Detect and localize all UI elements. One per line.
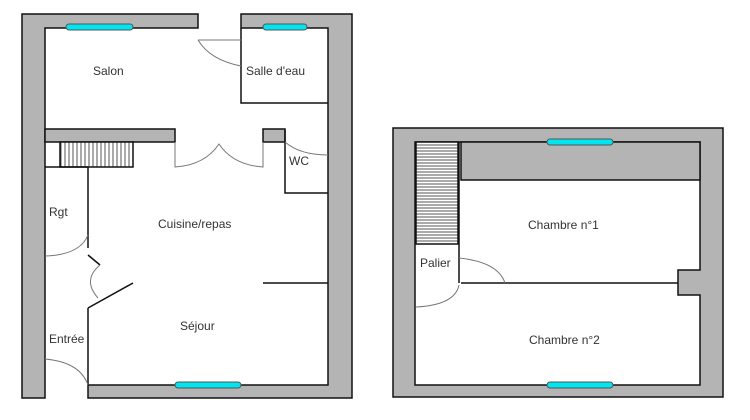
room-label: Palier — [420, 256, 451, 270]
double-door-arcs — [174, 142, 264, 168]
room-label: Salle d'eau — [246, 64, 305, 78]
wc-door-arc — [284, 141, 329, 156]
salle-deau-door-arc — [197, 39, 242, 67]
window-icon — [546, 138, 614, 146]
window-icon — [546, 381, 614, 389]
wc-wall — [284, 130, 328, 194]
room-label: WC — [289, 154, 309, 168]
room-label: Chambre n°2 — [529, 333, 600, 347]
room-label: Entrée — [49, 332, 85, 346]
chambre2-door-arc — [415, 284, 460, 308]
room-label: Cuisine/repas — [158, 217, 231, 231]
room-label: Salon — [93, 64, 124, 78]
outer-walls — [392, 127, 724, 398]
upper-floor-plan — [392, 127, 724, 398]
window-icon — [174, 381, 242, 389]
attic-band — [460, 141, 701, 181]
entree-door-leaf — [87, 282, 134, 309]
window-icon — [65, 23, 134, 31]
cuisine-door-arc — [90, 264, 101, 299]
upper-floor-labels: Chambre n°1 Palier Chambre n°2 — [420, 218, 600, 347]
entrance-door-arc — [44, 358, 89, 386]
wall-pillar — [262, 128, 286, 143]
ground-floor-plan — [21, 13, 353, 399]
rgt-door-arc — [44, 234, 89, 257]
ground-floor-labels: Salon Salle d'eau WC Rgt Cuisine/repas S… — [49, 64, 309, 346]
room-label: Séjour — [180, 319, 215, 333]
room-label: Rgt — [49, 205, 68, 219]
stairs — [59, 141, 134, 168]
window-icon — [262, 23, 308, 31]
room-label: Chambre n°1 — [528, 218, 599, 232]
stairs — [415, 141, 459, 245]
middle-wall — [44, 128, 176, 143]
rgt-door-leaf — [87, 254, 101, 266]
chambre1-door-arc — [458, 257, 506, 284]
salle-deau-wall — [240, 28, 328, 104]
